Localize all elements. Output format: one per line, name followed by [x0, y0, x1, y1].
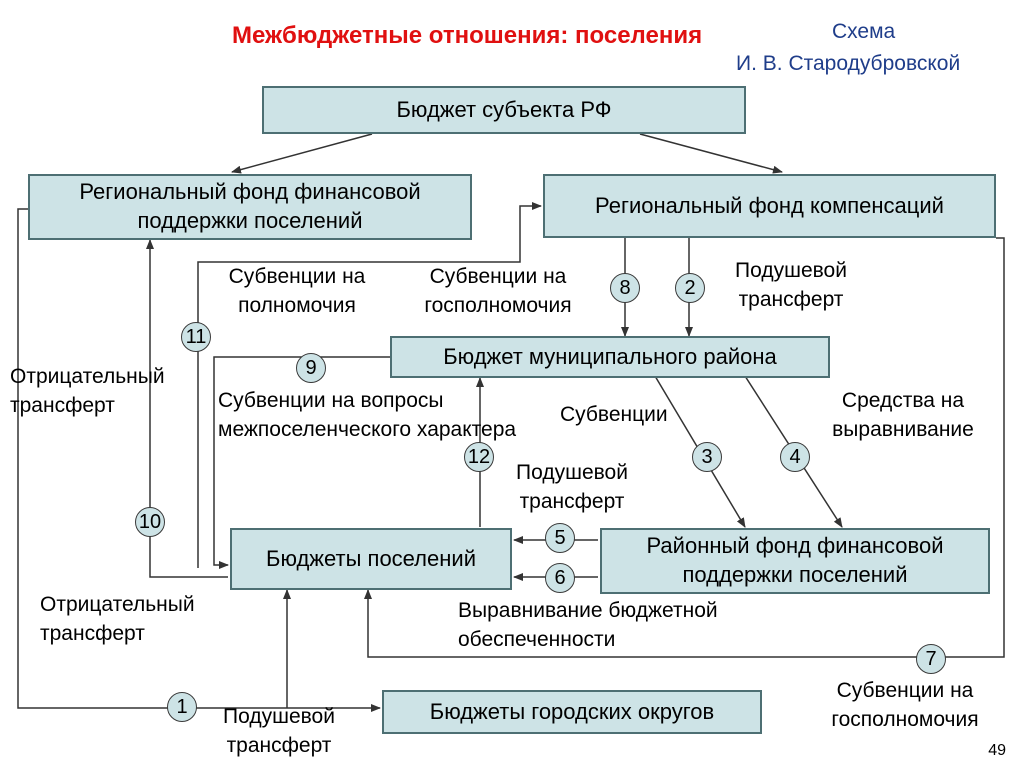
- settlement-budgets-box: Бюджеты поселений: [230, 528, 512, 590]
- label-per-capita-transfer-middle: Подушевой трансферт: [516, 461, 628, 514]
- arrow-subject-to-support-fund: [231, 133, 373, 174]
- regional-compensation-fund-box: Региональный фонд компенсаций: [543, 174, 996, 238]
- municipal-district-budget-box: Бюджет муниципального района: [390, 336, 830, 378]
- author-label: Схема: [832, 20, 896, 43]
- number-badge-10: 10: [135, 507, 165, 537]
- number-badge-2: 2: [675, 273, 705, 303]
- number-badge-1: 1: [167, 692, 197, 722]
- arrow-11: [197, 202, 542, 568]
- city-district-budgets-box: Бюджеты городских округов: [382, 690, 762, 734]
- number-badge-11: 11: [181, 322, 211, 352]
- page-number: 49: [988, 742, 1006, 759]
- page-title: Межбюджетные отношения: поселения: [232, 22, 703, 49]
- number-badge-12: 12: [464, 442, 494, 472]
- arrow-subject-to-compensation-fund: [639, 133, 783, 174]
- label-subventions-state-powers-bottom: Субвенции на госполномочия: [831, 679, 979, 732]
- label-subventions-intersettlement: Субвенции на вопросы межпоселенческого х…: [218, 389, 517, 442]
- number-badge-7: 7: [916, 644, 946, 674]
- label-subventions-powers: Субвенции на полномочия: [228, 265, 366, 318]
- label-negative-transfer-left: Отрицательный трансферт: [10, 365, 165, 418]
- arrow-7: [364, 237, 1005, 658]
- district-support-fund-box: Районный фонд финансовой поддержки посел…: [600, 528, 990, 594]
- label-equalization-funds: Средства на выравнивание: [832, 389, 974, 442]
- subject-budget-box: Бюджет субъекта РФ: [262, 86, 746, 134]
- number-badge-4: 4: [780, 442, 810, 472]
- author-name: И. В. Стародубровской: [736, 52, 961, 75]
- number-badge-5: 5: [545, 523, 575, 553]
- label-negative-transfer-bottom: Отрицательный трансферт: [40, 593, 195, 646]
- label-per-capita-transfer-top: Подушевой трансферт: [735, 259, 847, 312]
- regional-support-fund-box: Региональный фонд финансовой поддержки п…: [28, 174, 472, 240]
- number-badge-3: 3: [692, 442, 722, 472]
- label-subventions: Субвенции: [560, 403, 668, 426]
- label-budget-equalization: Выравнивание бюджетной обеспеченности: [458, 599, 718, 652]
- arrow-1-line: [17, 208, 381, 712]
- number-badge-9: 9: [296, 353, 326, 383]
- number-badge-6: 6: [545, 563, 575, 593]
- label-per-capita-transfer-bottom: Подушевой трансферт: [223, 705, 335, 758]
- number-badge-8: 8: [610, 273, 640, 303]
- arrow-10: [146, 239, 228, 578]
- label-subventions-state-powers: Субвенции на госполномочия: [424, 265, 572, 318]
